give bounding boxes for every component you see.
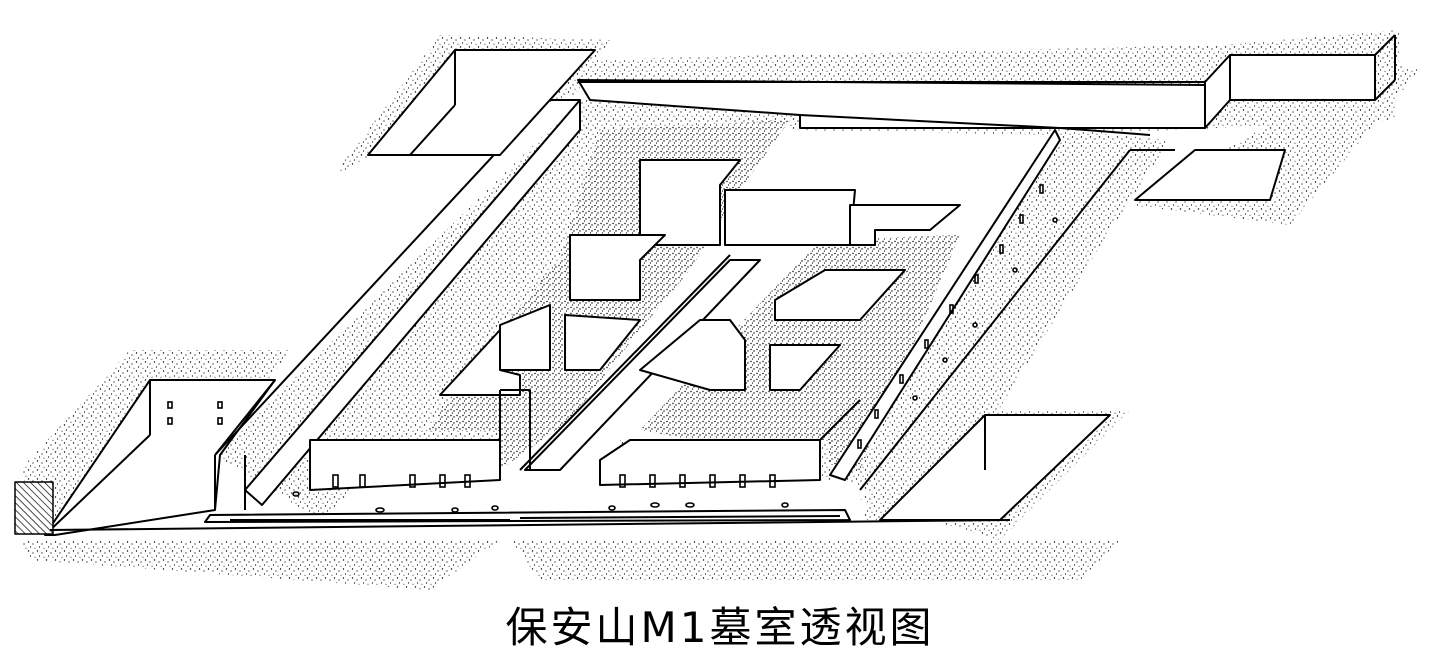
figure-caption: 保安山M1墓室透视图 bbox=[505, 603, 935, 652]
wall-outlines bbox=[14, 34, 1396, 536]
tomb-perspective-drawing bbox=[14, 30, 1420, 590]
small-openings bbox=[167, 184, 1058, 513]
